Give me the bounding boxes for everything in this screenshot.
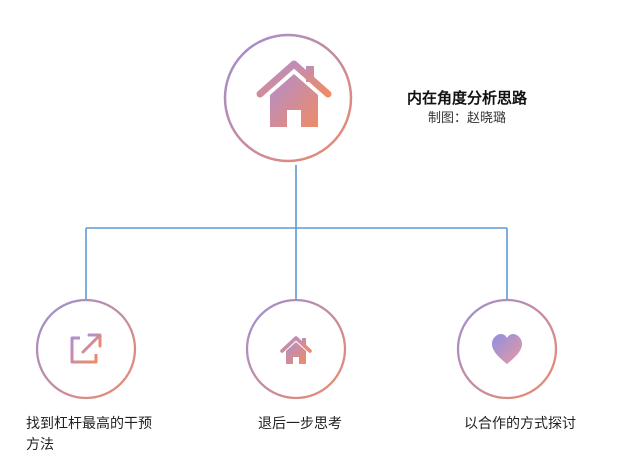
branch-label-left: 找到杠杆最高的干预方法 — [26, 416, 152, 453]
branch-label-right: 以合作的方式探讨 — [464, 416, 576, 432]
diagram-title: 内在角度分析思路 — [406, 89, 527, 107]
connector-lines — [85, 165, 508, 300]
heart-icon — [492, 334, 522, 364]
branch-label-middle: 退后一步思考 — [258, 416, 342, 432]
house-icon — [256, 60, 332, 127]
house-icon — [280, 336, 312, 364]
external-link-icon — [70, 333, 102, 364]
diagram-credit: 制图：赵晓璐 — [427, 111, 506, 126]
branch-node-right — [456, 298, 558, 400]
branch-node-left — [35, 298, 137, 400]
branch-node-middle — [245, 298, 347, 400]
root-node — [223, 33, 353, 163]
